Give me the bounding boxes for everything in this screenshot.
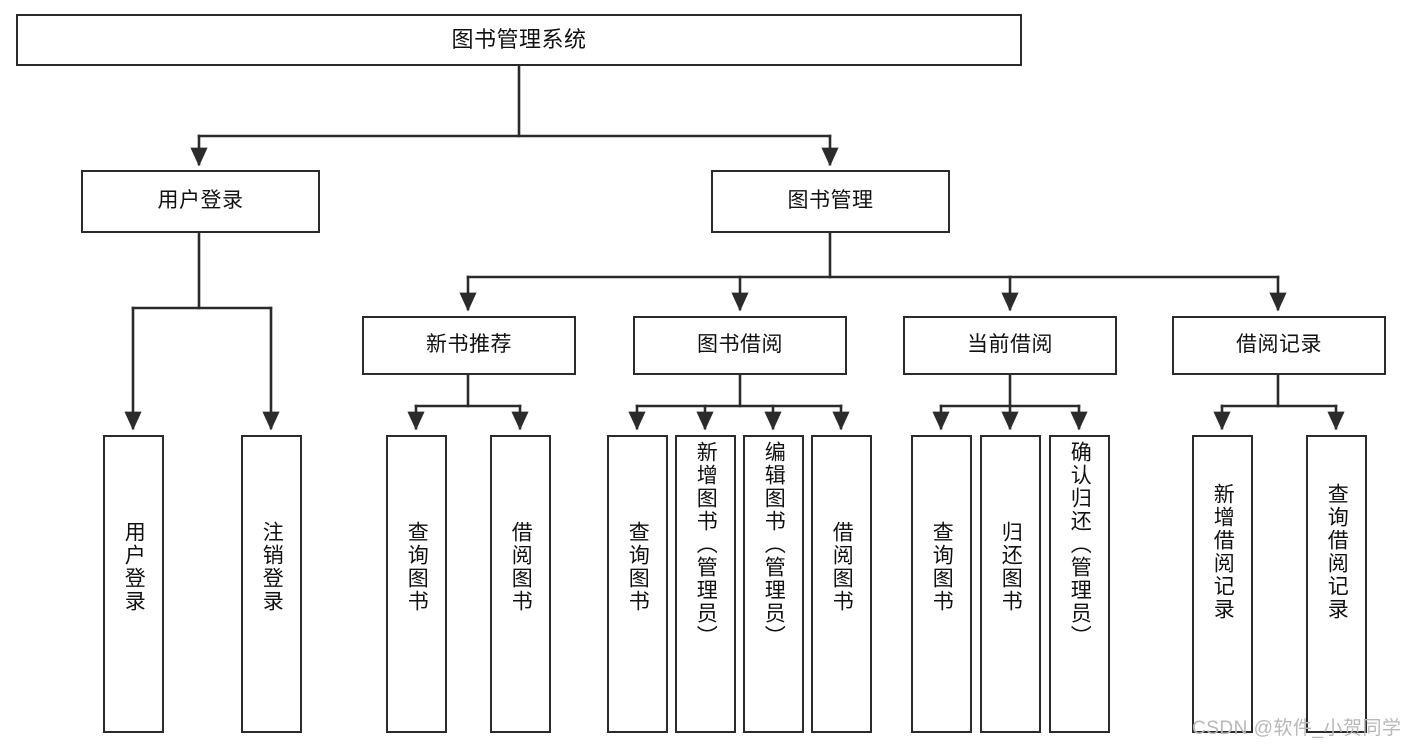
- node-leaf-return-book[interactable]: 归还图书: [980, 435, 1041, 733]
- node-book-manage[interactable]: 图书管理: [711, 170, 950, 233]
- node-user-login[interactable]: 用户登录: [81, 170, 320, 233]
- node-label: 查询图书: [405, 521, 429, 613]
- node-current-borrow[interactable]: 当前借阅: [903, 316, 1117, 375]
- node-label: 图书管理: [787, 189, 874, 213]
- node-leaf-user-login[interactable]: 用户登录: [103, 435, 164, 733]
- node-label: 新书推荐: [426, 333, 512, 357]
- node-label: 图书借阅: [697, 333, 783, 357]
- node-book-borrow[interactable]: 图书借阅: [633, 316, 847, 375]
- node-leaf-borrow-book-2[interactable]: 借阅图书: [811, 435, 872, 733]
- node-leaf-query-book-3[interactable]: 查询图书: [911, 435, 972, 733]
- node-leaf-add-record[interactable]: 新增借阅记录: [1192, 435, 1253, 733]
- node-leaf-add-book[interactable]: 新增图书（管理员）: [675, 435, 736, 733]
- node-leaf-query-book-1[interactable]: 查询图书: [386, 435, 447, 733]
- node-borrow-record[interactable]: 借阅记录: [1172, 316, 1386, 375]
- node-label: 借阅图书: [830, 521, 854, 613]
- node-label: 借阅图书: [509, 521, 533, 613]
- node-label: 查询借阅记录: [1325, 483, 1349, 621]
- node-label: 确认归还（管理员）: [1068, 441, 1092, 648]
- node-label: 用户登录: [157, 189, 244, 213]
- node-label: 查询图书: [626, 521, 650, 613]
- node-label: 图书管理系统: [451, 27, 587, 53]
- node-leaf-borrow-book-1[interactable]: 借阅图书: [490, 435, 551, 733]
- node-leaf-edit-book[interactable]: 编辑图书（管理员）: [743, 435, 804, 733]
- node-label: 查询图书: [930, 521, 954, 613]
- node-label: 注销登录: [260, 521, 284, 613]
- node-label: 新增图书（管理员）: [694, 441, 718, 648]
- node-new-book-rec[interactable]: 新书推荐: [362, 316, 576, 375]
- node-label: 编辑图书（管理员）: [762, 441, 786, 648]
- node-label: 归还图书: [999, 521, 1023, 613]
- node-label: 当前借阅: [967, 333, 1053, 357]
- node-leaf-user-logout[interactable]: 注销登录: [241, 435, 302, 733]
- node-leaf-query-record[interactable]: 查询借阅记录: [1306, 435, 1367, 733]
- node-label: 用户登录: [122, 521, 146, 613]
- node-label: 新增借阅记录: [1211, 483, 1235, 621]
- node-root-system[interactable]: 图书管理系统: [16, 14, 1022, 66]
- node-leaf-confirm-return[interactable]: 确认归还（管理员）: [1049, 435, 1110, 733]
- node-leaf-query-book-2[interactable]: 查询图书: [607, 435, 668, 733]
- csdn-watermark: CSDN @软件_小贺同学: [1192, 718, 1402, 739]
- node-label: 借阅记录: [1236, 333, 1322, 357]
